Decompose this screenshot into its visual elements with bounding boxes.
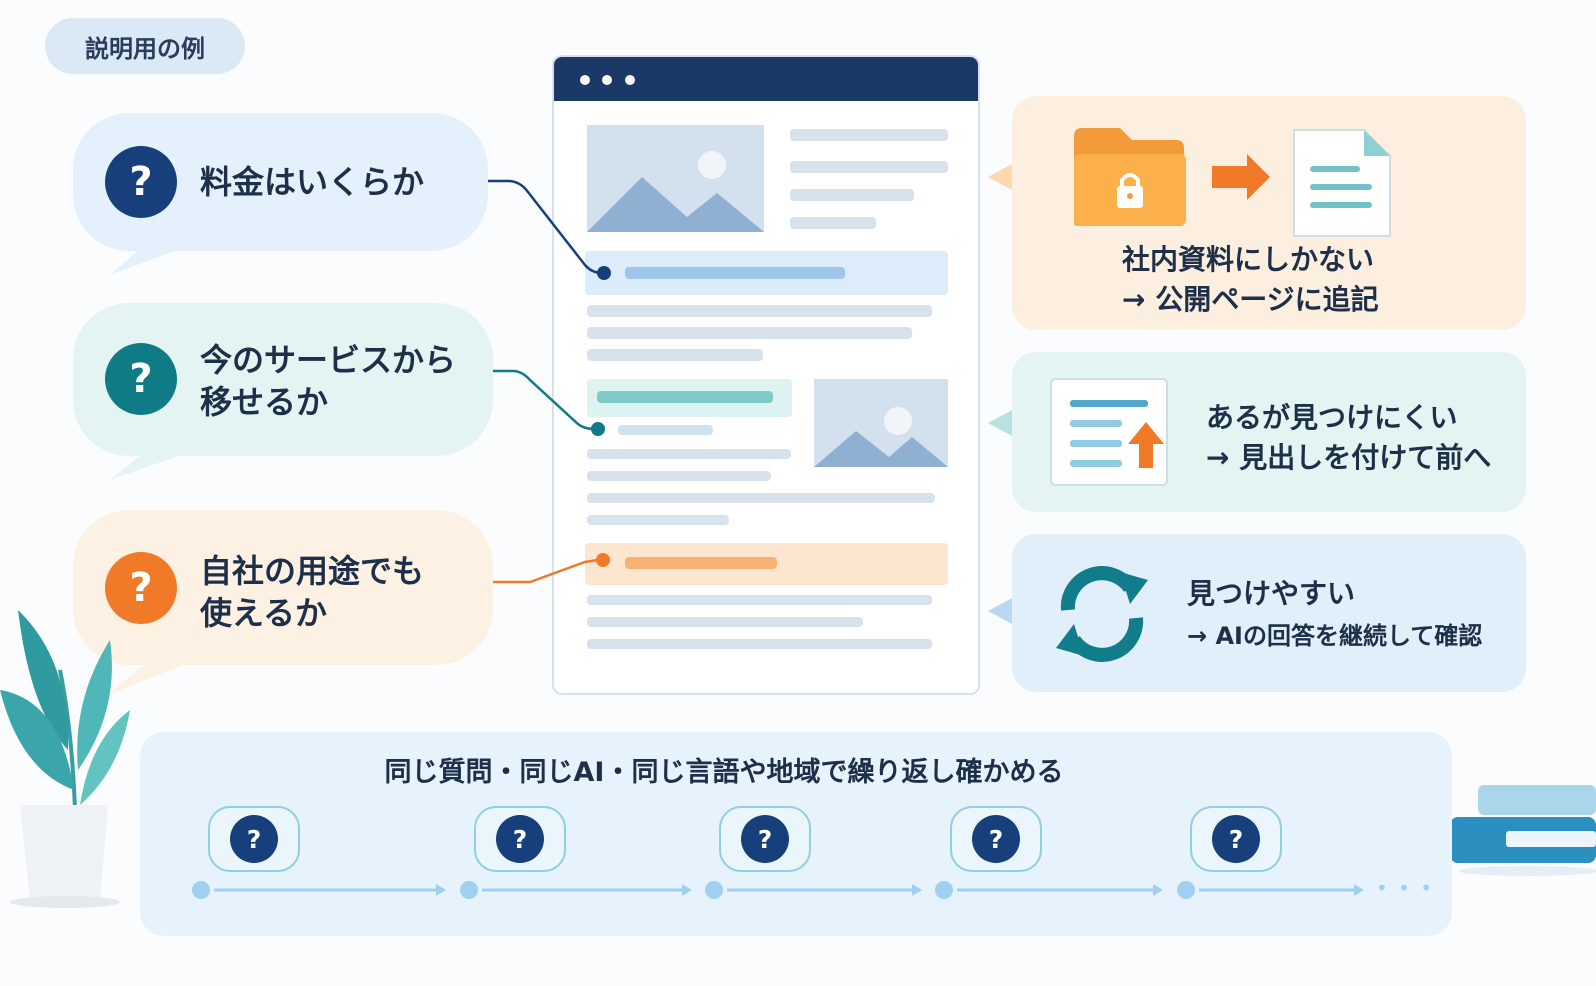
heading-bar (625, 267, 845, 279)
question-icon: ? (972, 815, 1020, 863)
question-bubble-1: ? 料金はいくらか (73, 113, 488, 251)
question-bubble-icon: ? (208, 806, 300, 872)
example-tag: 説明用の例 (45, 18, 245, 74)
locked-folder-to-document-icon (1074, 128, 1391, 237)
bubble-tail-2 (110, 448, 190, 480)
text-line (587, 595, 932, 605)
panel-3-line-1: 見つけやすい (1187, 577, 1356, 610)
question-text-2: 今のサービスから 移せるか (200, 341, 457, 421)
question-text-1: 料金はいくらか (200, 163, 425, 201)
plant-icon (0, 610, 130, 908)
text-line (587, 639, 932, 649)
connector-3 (493, 558, 599, 584)
question-bubble-icon: ? (950, 806, 1042, 872)
question-bubble-icon: ? (719, 806, 811, 872)
browser-titlebar (554, 57, 978, 101)
image-placeholder-icon (814, 379, 948, 467)
question-icon: ? (105, 552, 177, 624)
timeline-node (460, 881, 478, 899)
question-bubble-icon: ? (474, 806, 566, 872)
panel-3-line-2: → AIの回答を継続して確認 (1187, 622, 1483, 650)
timeline-title: 同じ質問・同じAI・同じ言語や地域で繰り返し確かめる (384, 757, 1064, 788)
image-placeholder-icon (587, 125, 764, 232)
highlighted-heading-1 (585, 251, 948, 295)
question-icon: ? (230, 815, 278, 863)
highlighted-heading-3 (585, 543, 948, 585)
heading-move-up-icon (1050, 378, 1168, 486)
heading-bar (597, 391, 773, 403)
connector-dot-1 (597, 266, 611, 280)
panel-pointer-3 (988, 598, 1012, 624)
panel-2-line-1: あるが見つけにくい (1206, 401, 1458, 434)
text-line (587, 493, 935, 503)
panel-1-line-2: → 公開ページに追記 (1122, 283, 1379, 316)
books-icon (1450, 785, 1596, 876)
question-icon: ? (496, 815, 544, 863)
text-line (587, 449, 791, 459)
text-line (587, 617, 863, 627)
timeline-node (935, 881, 953, 899)
panel-1-line-1: 社内資料にしかない (1122, 243, 1375, 276)
text-line (790, 161, 948, 173)
connector-dot-3 (596, 553, 610, 567)
question-icon: ? (105, 343, 177, 415)
question-icon: ? (105, 146, 177, 218)
question-bubble-icon: ? (1190, 806, 1282, 872)
heading-bar (625, 557, 777, 569)
text-line (587, 305, 932, 317)
connector-2 (493, 369, 596, 431)
question-icon: ? (1212, 815, 1260, 863)
window-dot (580, 75, 590, 85)
browser-window (552, 55, 980, 695)
panel-pointer-1 (988, 164, 1012, 190)
highlighted-heading-2 (587, 379, 792, 417)
timeline-node (705, 881, 723, 899)
connector-1 (488, 179, 603, 275)
action-panel-3: 見つけやすい → AIの回答を継続して確認 (1012, 534, 1526, 692)
text-line (618, 425, 713, 435)
text-line (587, 349, 763, 361)
panel-pointer-2 (988, 410, 1012, 436)
repeat-check-timeline: 同じ質問・同じAI・同じ言語や地域で繰り返し確かめる (140, 732, 1452, 936)
text-line (790, 189, 914, 201)
text-line (790, 129, 948, 141)
panel-2-line-2: → 見出しを付けて前へ (1206, 441, 1492, 474)
question-icon: ? (741, 815, 789, 863)
bubble-tail-3 (108, 660, 190, 695)
action-panel-1: 社内資料にしかない → 公開ページに追記 (1012, 96, 1526, 330)
refresh-cycle-icon (1056, 566, 1148, 662)
text-line (587, 327, 912, 339)
timeline-node (1177, 881, 1195, 899)
timeline-ellipsis: • • • (1376, 876, 1435, 900)
text-line (587, 471, 771, 481)
text-line (587, 515, 729, 525)
window-dot (625, 75, 635, 85)
window-dot (602, 75, 612, 85)
question-text-3: 自社の用途でも 使えるか (200, 552, 425, 632)
question-bubble-3: ? 自社の用途でも 使えるか (73, 510, 493, 665)
connector-dot-2 (591, 422, 605, 436)
action-panel-2: あるが見つけにくい → 見出しを付けて前へ (1012, 352, 1526, 512)
question-bubble-2: ? 今のサービスから 移せるか (73, 303, 493, 456)
text-line (790, 217, 876, 229)
timeline-node (192, 881, 210, 899)
